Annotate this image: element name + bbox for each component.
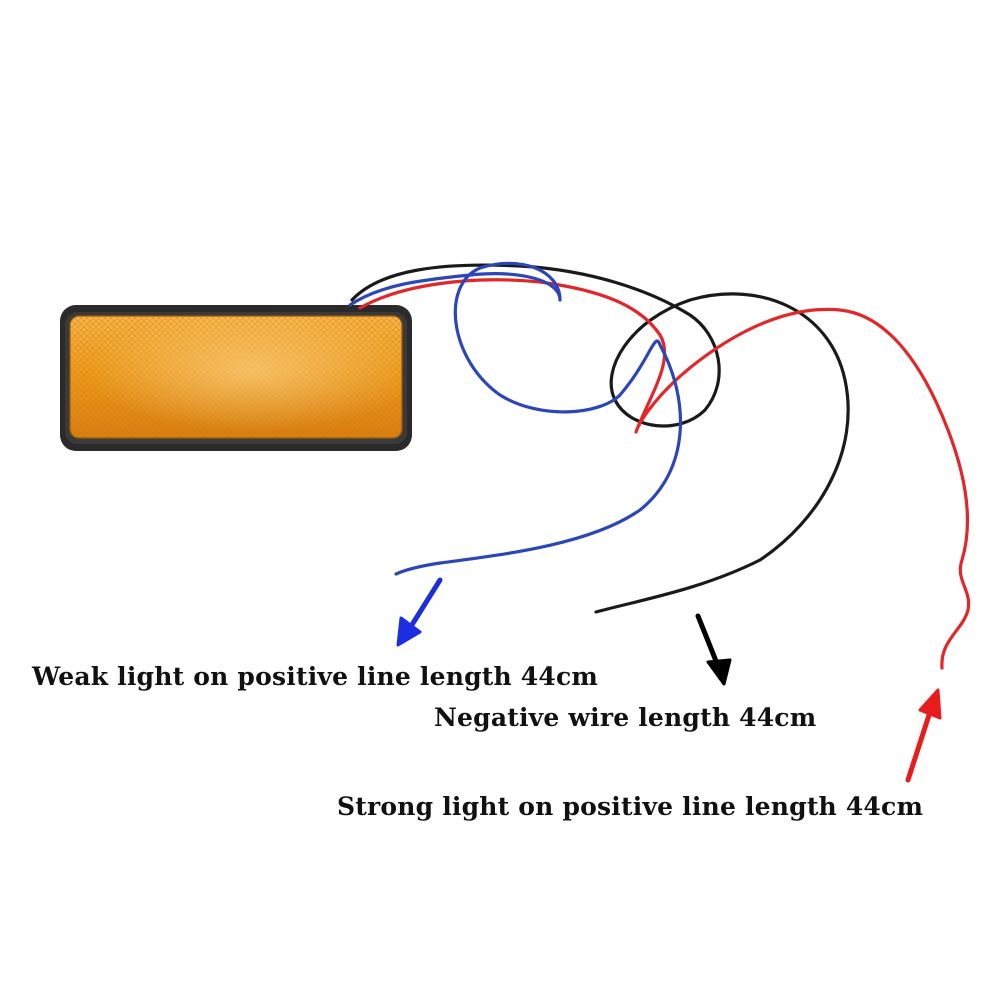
reflector-light (60, 305, 412, 451)
weak-light-label: Weak light on positive line length 44cm (32, 662, 599, 691)
negative-wire-label: Negative wire length 44cm (434, 703, 817, 732)
blue-arrow (396, 577, 443, 647)
wires (348, 261, 971, 670)
black-arrow (695, 613, 732, 686)
red-wire (358, 278, 971, 670)
red-arrow (905, 688, 942, 783)
blue-wire (348, 261, 682, 576)
strong-light-label: Strong light on positive line length 44c… (337, 792, 924, 821)
black-wire (350, 263, 850, 614)
